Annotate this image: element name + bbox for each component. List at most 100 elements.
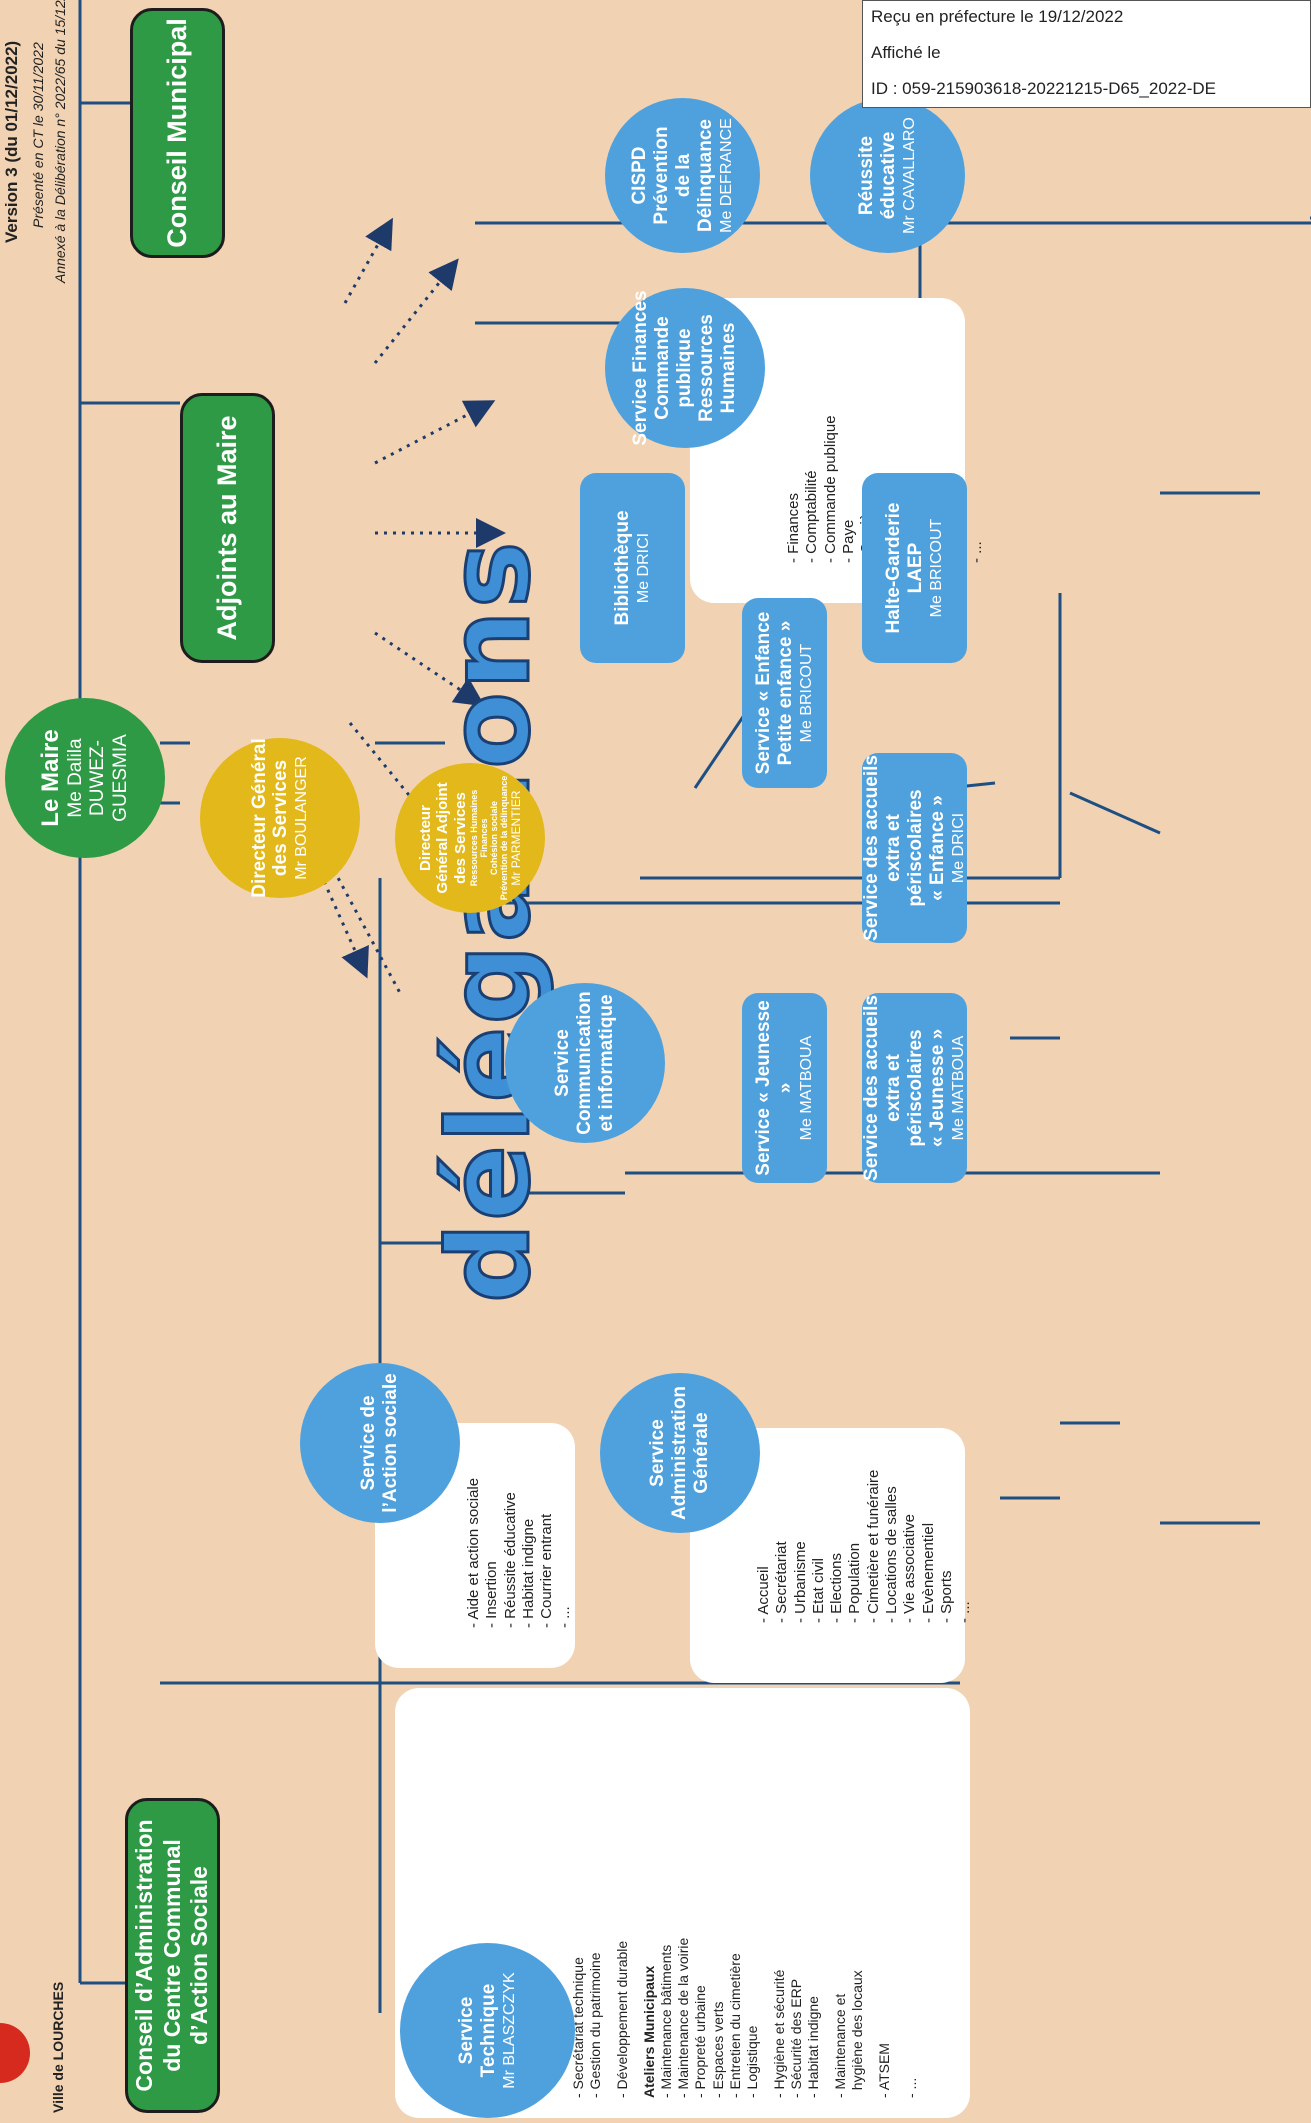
list-item: - Hygiène et sécurité — [770, 1969, 787, 2098]
list-item: - Maintenance de la voirie — [675, 1937, 692, 2098]
communication-node: Service Communication et informatique — [505, 983, 665, 1143]
dga-line1: Directeur — [417, 805, 435, 871]
dga-sub1: Ressources Humaines — [468, 789, 479, 887]
dgs-node: Directeur Général des Services Mr BOULAN… — [200, 738, 360, 898]
list-item: - Population — [846, 1542, 864, 1623]
communication-line1: Service — [552, 1029, 574, 1097]
jeunesse-label: Service « Jeunesse » — [753, 1000, 796, 1176]
maire-name-1: Me Dalila — [64, 738, 86, 818]
jeunesse-box: Service « Jeunesse » Me MATBOUA — [742, 993, 827, 1183]
dga-line2: Général Adjoint — [434, 782, 452, 894]
list-item: - ... — [956, 1601, 974, 1623]
list-item: - Maintenance bâtiments — [658, 1944, 675, 2098]
action-sociale-node: Service de l’Action sociale — [300, 1363, 460, 1523]
annex-note: Annexé à la Délibération n° 2022/65 du 1… — [52, 0, 68, 283]
accueils-enfance-box: Service des accueils extra et périscolai… — [861, 753, 967, 943]
stamp-line2: Affiché le — [871, 43, 941, 62]
halte-line2: LAEP — [904, 542, 926, 594]
list-item: hygiène des locaux — [849, 1970, 866, 2098]
technique-line2: Technique — [477, 1983, 499, 2078]
technique-name: Mr BLASZCZYK — [500, 1972, 518, 2089]
finances-line1: Service Finances — [630, 290, 652, 446]
adjoints-box: Adjoints au Maire — [180, 393, 275, 663]
cispd-line1: CISPD — [629, 146, 651, 205]
list-item: - Courrier entrant — [538, 1513, 556, 1628]
accueils-jeunesse-line1: Service des accueils — [861, 995, 883, 1181]
conseil-municipal-box: Conseil Municipal — [130, 8, 225, 258]
accueils-jeunesse-line3: « Jeunesse » — [926, 1028, 948, 1148]
dga-node: Directeur Général Adjoint des Services R… — [395, 763, 545, 913]
dga-line3: des Services — [451, 792, 469, 884]
list-item: - ATSEM — [876, 2043, 893, 2098]
list-item: - Secrétariat — [773, 1541, 791, 1623]
reussite-node: Réussite éducative Mr CAVALLARO — [810, 98, 965, 253]
dgs-name: Mr BOULANGER — [293, 756, 311, 880]
action-sociale-line1: Service de — [358, 1395, 380, 1491]
list-item: - Aide et action sociale — [465, 1477, 482, 1628]
admin-generale-line2: Administration — [669, 1385, 691, 1521]
list-item: - ... — [903, 2077, 920, 2098]
list-item: - Maintenance et — [832, 1993, 849, 2098]
accueils-enfance-line2: extra et périscolaires — [883, 789, 926, 907]
list-item: - Finances — [785, 492, 802, 563]
list-item: - Insertion — [483, 1561, 501, 1628]
presented-note: Présenté en CT le 30/11/2022 — [30, 42, 46, 228]
list-item: - Etat civil — [809, 1557, 827, 1623]
list-item: - Entretien du cimetière — [726, 1953, 743, 2098]
list-item: - Urbanisme — [791, 1541, 809, 1623]
cispd-node: CISPD Prévention de la Délinquance Me DE… — [605, 98, 760, 253]
stamp-line1: Reçu en préfecture le 19/12/2022 — [871, 7, 1124, 26]
cispd-line3: de la Délinquance — [672, 119, 716, 232]
maire-name-2: DUWEZ-GUESMIA — [87, 734, 132, 822]
delegations-title: délégations — [424, 538, 557, 1305]
dga-name: Mr PARMENTIER — [508, 790, 523, 886]
finances-node: Service Finances Commande publique Resso… — [605, 288, 765, 448]
dga-sub2: Finances — [478, 818, 489, 858]
list-item: - Habitat indigne — [519, 1518, 537, 1628]
accueils-jeunesse-box: Service des accueils extra et périscolai… — [861, 993, 967, 1183]
technique-list: - Secrétariat technique - Gestion du pat… — [570, 1688, 920, 2098]
enfance-name: Me BRICOUT — [797, 643, 815, 743]
ccas-line2: du Centre Communal — [158, 1839, 185, 2072]
dga-sub4: Prévention de la délinquance — [498, 775, 509, 901]
town-label: Ville de LOURCHES — [50, 1981, 66, 2113]
list-item: - Cimetière et funéraire — [864, 1469, 882, 1623]
halte-box: Halte-Garderie LAEP Me BRICOUT — [862, 473, 967, 663]
ccas-line3: d’Action Sociale — [186, 1866, 213, 2045]
admin-generale-line3: Générale — [690, 1412, 712, 1494]
list-item: - Locations de salles — [883, 1486, 901, 1623]
admin-generale-node: Service Administration Générale — [600, 1373, 760, 1533]
list-item: - ... — [556, 1606, 574, 1628]
maire-title: Le Maire — [37, 729, 64, 827]
list-item: - Propreté urbaine — [692, 1985, 709, 2098]
list-item: - Commande publique — [821, 415, 839, 563]
halte-line1: Halte-Garderie — [883, 502, 905, 634]
list-item: - Habitat indigne — [804, 1996, 821, 2098]
list-item: - Evènementiel — [919, 1522, 937, 1623]
list-item: - Développement durable — [614, 1940, 631, 2098]
action-sociale-list: - Aide et action sociale - Insertion - R… — [465, 1423, 575, 1628]
list-item: - Réussite éducative — [501, 1492, 519, 1628]
communication-line2: Communication — [574, 991, 596, 1135]
dga-sub3: Cohésion sociale — [488, 800, 499, 876]
ccas-box: Conseil d’Administration du Centre Commu… — [125, 1798, 220, 2113]
finances-line3: Ressources Humaines — [695, 314, 739, 422]
bibliotheque-box: Bibliothèque Me DRICI — [580, 473, 685, 663]
admin-generale-list: - Accueil - Secrétariat - Urbanisme - Et… — [755, 1428, 975, 1623]
ateliers-heading: Ateliers Municipaux — [641, 1965, 658, 2098]
finances-line2: Commande publique — [652, 316, 696, 420]
list-item: - ... — [967, 541, 985, 563]
dgs-line2: des Services — [270, 759, 292, 877]
list-item: - Gestion du patrimoine — [587, 1952, 604, 2098]
reussite-name: Mr CAVALLARO — [900, 117, 918, 234]
version-label: Version 3 (du 01/12/2022) — [2, 40, 21, 243]
enfance-line1: Service « Enfance — [753, 611, 775, 775]
action-sociale-line2: l’Action sociale — [380, 1373, 401, 1513]
stamp-line3: ID : 059-215903618-20221215-D65_2022-DE — [871, 79, 1216, 98]
jeunesse-name: Me MATBOUA — [797, 1035, 815, 1141]
reussite-label: Réussite éducative — [856, 131, 899, 220]
halte-name: Me BRICOUT — [927, 518, 945, 618]
accueils-enfance-line3: « Enfance » — [926, 795, 948, 901]
adjoints-label: Adjoints au Maire — [212, 415, 243, 641]
list-item: - Comptabilité — [803, 470, 821, 563]
